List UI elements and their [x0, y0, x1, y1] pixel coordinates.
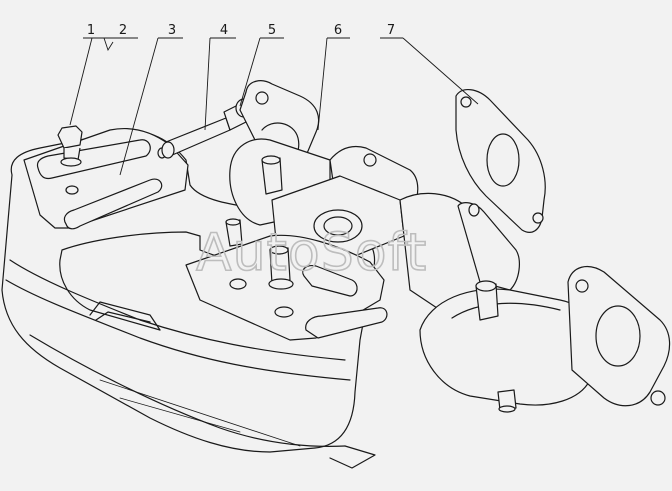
callout-7: 7 [387, 23, 395, 38]
callout-4: 4 [220, 23, 228, 38]
callout-3: 3 [168, 23, 176, 38]
stud-bolt [161, 98, 253, 159]
manifold-body [225, 80, 671, 413]
callout-5: 5 [268, 23, 276, 38]
callout-1: 1 [87, 23, 95, 38]
callout-6: 6 [334, 23, 342, 38]
watermark: AutoSoft [196, 223, 427, 283]
callout-2: 2 [119, 23, 127, 38]
gasket [455, 89, 546, 233]
callout-labels: 1 2 3 4 5 6 7 [87, 23, 395, 38]
callout-leaders [69, 37, 479, 176]
middle-bracket-plate [185, 234, 388, 341]
